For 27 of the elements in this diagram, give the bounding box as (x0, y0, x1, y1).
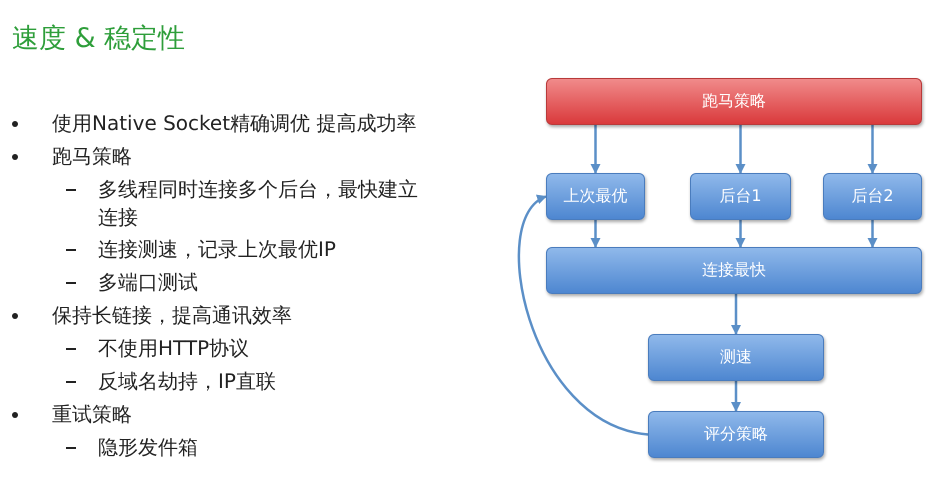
process-box: 连接最快 (546, 247, 922, 294)
arrow (518, 195, 648, 436)
list-item: 重试策略 (52, 401, 133, 428)
process-box: 后台1 (690, 173, 791, 220)
process-box: 评分策略 (648, 411, 824, 458)
list-item: 连接测速，记录上次最优IP (98, 236, 337, 263)
arrow (736, 125, 746, 174)
list-item: 隐形发件箱 (98, 434, 199, 461)
process-box: 后台2 (823, 173, 922, 220)
list-item: 保持长链接，提高通讯效率 (52, 302, 293, 329)
process-box: 测速 (648, 334, 824, 381)
list-item: 使用Native Socket精确调优 提高成功率 (52, 110, 418, 137)
arrow (731, 381, 741, 412)
list-item: 多端口测试 (98, 269, 199, 296)
list-item: 不使用HTTP协议 (98, 335, 250, 362)
arrow (868, 220, 878, 248)
process-box: 上次最优 (546, 173, 645, 220)
list-item: 多线程同时连接多个后台，最快建立连接 (98, 176, 419, 231)
title: 速度 & 稳定性 (12, 22, 186, 56)
arrow (590, 220, 600, 248)
arrow (590, 125, 600, 174)
arrow (731, 294, 741, 335)
arrow (736, 220, 746, 248)
list-item: 反域名劫持，IP直联 (98, 368, 277, 395)
list-item: 跑马策略 (52, 143, 133, 170)
arrow (868, 125, 878, 174)
process-box: 跑马策略 (546, 78, 922, 125)
